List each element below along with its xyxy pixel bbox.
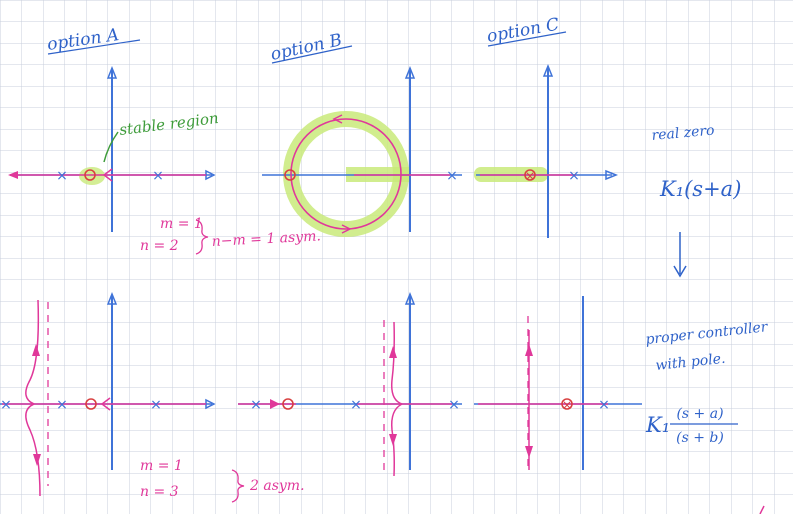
locus-arrow xyxy=(332,114,343,124)
locus-arrow xyxy=(525,344,533,356)
option-b-bottom-locus: × × × xyxy=(238,291,462,477)
locus-arrow xyxy=(525,446,533,458)
pole-marker: × xyxy=(150,397,162,413)
axis-arrowhead xyxy=(404,291,416,305)
pole-marker: × xyxy=(598,397,610,413)
real-zero-label: real zero xyxy=(651,123,715,144)
option-b-underline xyxy=(271,45,353,64)
pole-marker: × xyxy=(56,168,68,184)
locus-arrow xyxy=(33,454,41,466)
axis-arrowhead xyxy=(106,291,118,305)
stray-mark xyxy=(759,505,765,514)
option-a-bottom-locus: × × × xyxy=(0,291,216,497)
brace xyxy=(231,469,245,503)
top-m-note: m = 1 xyxy=(160,216,203,232)
bottom-n-note: n = 3 xyxy=(140,484,179,500)
stable-region-pointer xyxy=(103,131,119,163)
option-a-root-locus: × × xyxy=(8,65,216,232)
locus-branch-upper xyxy=(25,299,40,405)
zero-marker xyxy=(284,169,296,181)
bottom-m-note: m = 1 xyxy=(140,458,183,474)
pole-marker: × xyxy=(0,397,12,413)
locus-arrow xyxy=(8,171,18,179)
pole-marker: × xyxy=(350,397,362,413)
locus-branch-upper xyxy=(390,321,403,405)
bottom-asymptote-note: 2 asym. xyxy=(249,478,305,494)
option-a-underline xyxy=(47,39,141,55)
zero-marker xyxy=(524,169,536,181)
controller-lead-gain: K₁ xyxy=(645,413,670,437)
locus-arrow xyxy=(100,397,111,411)
locus-arrow xyxy=(389,346,397,358)
pole-marker: × xyxy=(250,397,262,413)
option-b-root-locus: × xyxy=(262,65,462,237)
axis-arrowhead xyxy=(404,65,416,79)
axis-arrowhead xyxy=(542,63,554,77)
top-n-note: n = 2 xyxy=(140,238,179,254)
locus-branch-lower xyxy=(390,403,403,477)
zero-marker xyxy=(85,398,97,410)
locus-arrow xyxy=(32,344,40,356)
pole-marker: × xyxy=(448,397,460,413)
locus-arrow xyxy=(270,399,280,409)
option-c-underline xyxy=(487,31,567,47)
locus-circle xyxy=(290,118,402,230)
locus-arrow xyxy=(341,224,352,234)
locus-arrow xyxy=(102,168,113,182)
locus-arrow xyxy=(389,434,397,446)
controller-zero: K₁(s+a) xyxy=(659,177,741,201)
axis-arrowhead xyxy=(605,169,619,181)
top-asymptote-note: n−m = 1 asym. xyxy=(211,228,321,250)
pole-marker: × xyxy=(152,168,164,184)
pole-marker: × xyxy=(562,398,572,412)
zero-marker xyxy=(282,398,294,410)
proper-controller-label-2: with pole. xyxy=(655,351,726,374)
controller-numerator: (s + a) xyxy=(676,406,723,422)
locus-branch-lower xyxy=(25,403,41,497)
zero-marker xyxy=(561,398,573,410)
down-arrow-head xyxy=(673,265,687,278)
axis-arrowhead xyxy=(106,65,118,79)
pole-marker: × xyxy=(525,169,535,183)
zero-marker xyxy=(84,169,96,181)
pole-marker: × xyxy=(568,168,580,184)
pole-marker: × xyxy=(56,397,68,413)
controller-denominator: (s + b) xyxy=(676,430,724,446)
option-c-bottom-locus: × × xyxy=(474,296,642,472)
option-c-root-locus: × × xyxy=(474,63,619,238)
pole-marker: × xyxy=(446,168,458,184)
brace xyxy=(195,219,209,255)
